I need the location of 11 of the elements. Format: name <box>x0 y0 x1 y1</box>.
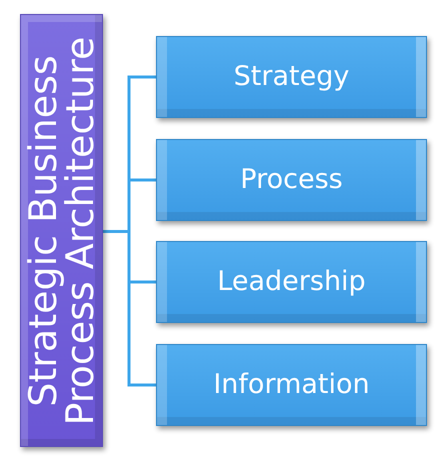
box-label: Process <box>240 163 343 197</box>
category-box <box>156 344 427 426</box>
category-box <box>156 139 427 221</box>
title-bar <box>20 14 103 447</box>
box-label: Leadership <box>217 265 366 299</box>
category-box <box>156 36 427 118</box>
box-label: Strategy <box>234 60 350 94</box>
category-box <box>156 241 427 323</box>
connector-line <box>103 230 156 386</box>
box-label: Information <box>213 368 370 402</box>
title-text: Strategic Business Process Architecture <box>24 35 98 427</box>
